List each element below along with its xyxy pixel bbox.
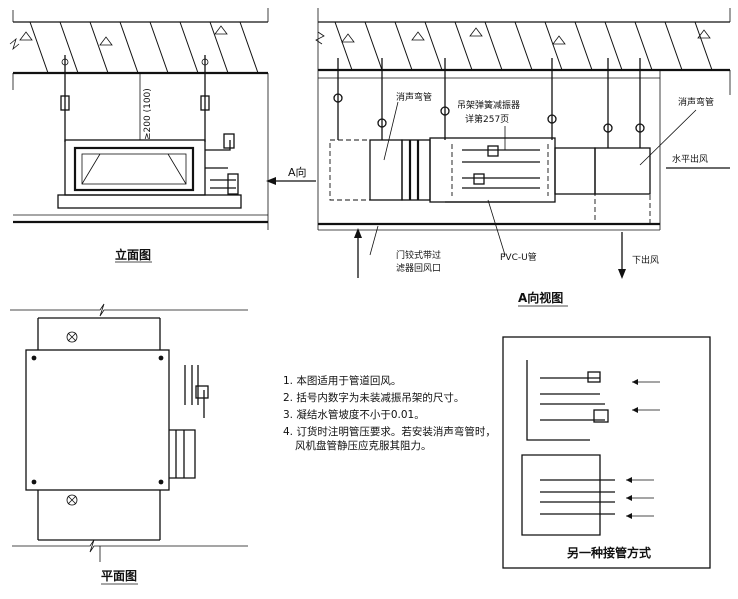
a-view-title: A向视图 <box>518 290 563 305</box>
elevation-dimension: ≥200 (100) <box>143 88 153 140</box>
a-view-flow-arrows <box>354 167 730 279</box>
elevation-title: 立面图 <box>115 247 151 262</box>
plan-view: 平面图 <box>10 303 248 585</box>
alt-connection-view: 另一种接管方式 <box>502 336 711 569</box>
a-view: 消声弯管 吊架弹簧减振器 详第257页 消声弯管 水平出风 下出风 门铰式带过 … <box>315 8 731 307</box>
note-item: 4. 订货时注明管压要求。若安装消声弯管时，风机盘管静压应克服其阻力。 <box>283 426 496 452</box>
label-return-line2: 滤器回风口 <box>396 262 441 274</box>
label-muffler-right: 消声弯管 <box>678 96 714 108</box>
direction-label: A向 <box>288 165 307 179</box>
note-item: 1. 本图适用于管道回风。 <box>283 375 402 387</box>
elevation-direction-arrow: A向 <box>266 165 316 185</box>
a-view-ceiling-slab <box>315 8 731 230</box>
label-down-outlet: 下出风 <box>632 254 659 266</box>
a-view-fan-coil-assembly <box>318 137 660 231</box>
label-return-line1: 门铰式带过 <box>396 249 441 261</box>
elevation-hanger-rods <box>60 55 210 142</box>
a-view-hanger-rods <box>333 58 645 148</box>
label-muffler-left: 消声弯管 <box>396 91 432 103</box>
note-item: 3. 凝结水管坡度不小于0.01。 <box>283 409 425 421</box>
alt-flow-arrows <box>626 379 660 519</box>
plan-fan-coil-unit <box>25 349 170 491</box>
elevation-fan-coil-unit <box>57 133 242 209</box>
label-horizontal-outlet: 水平出风 <box>672 153 708 165</box>
plan-title: 平面图 <box>101 569 137 583</box>
note-item: 2. 括号内数字为未装减振吊架的尺寸。 <box>283 392 465 404</box>
alt-title: 另一种接管方式 <box>567 545 651 560</box>
notes-list: 1. 本图适用于管道回风。 2. 括号内数字为未装减振吊架的尺寸。 3. 凝结水… <box>283 374 505 456</box>
label-hanger-line2: 详第257页 <box>465 113 509 125</box>
label-hanger-line1: 吊架弹簧减振器 <box>457 99 520 111</box>
elevation-ceiling-slab <box>9 8 269 230</box>
elevation-view: ≥200 (100) A向 立面图 <box>9 8 316 263</box>
label-pvc-pipe: PVC-U管 <box>500 251 537 263</box>
